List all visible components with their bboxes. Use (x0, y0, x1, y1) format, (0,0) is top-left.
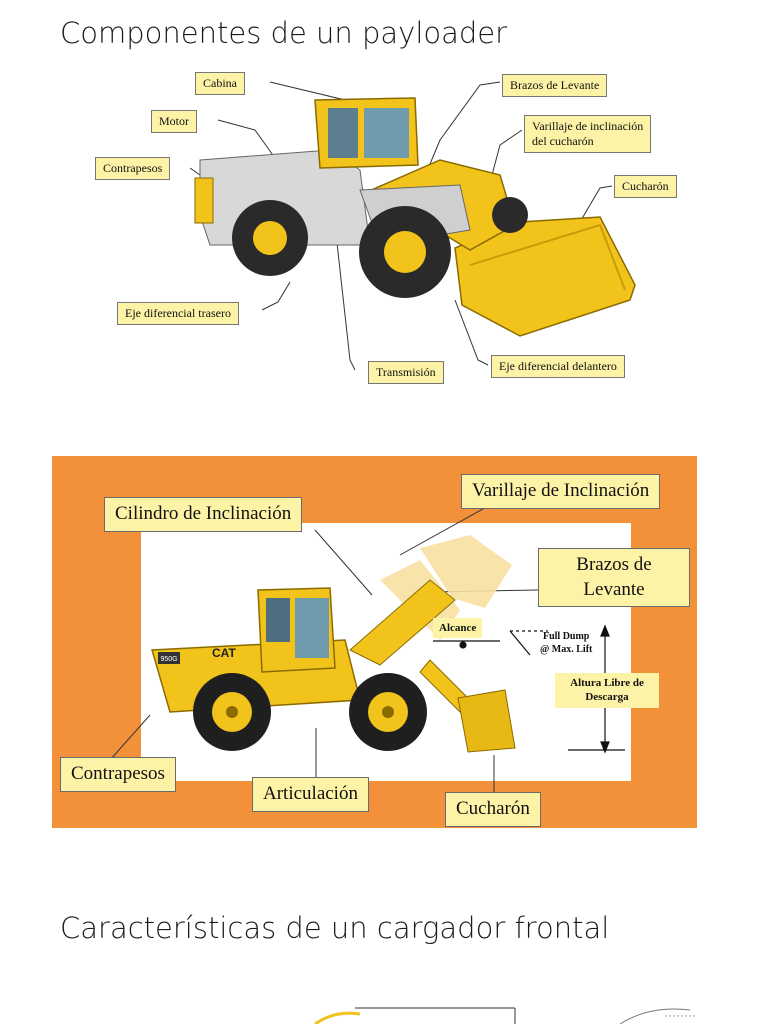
label-full-dump: Full Dump @ Max. Lift (540, 630, 592, 656)
label-full-dump-line1: Full Dump (542, 631, 590, 642)
label-varillaje-line1: Varillaje de inclinación (532, 119, 644, 133)
label-brazos-levante-2: Brazos de Levante (538, 548, 690, 608)
label-cucharon: Cucharón (614, 175, 677, 198)
label-varillaje-line2: del cucharón (532, 134, 594, 148)
label-motor: Motor (151, 110, 197, 133)
section-title-componentes: Componentes de un payloader (60, 16, 508, 50)
label-transmision: Transmisión (368, 361, 444, 384)
label-full-dump-line2: @ Max. Lift (540, 644, 593, 655)
label-cucharon-2: Cucharón (445, 792, 541, 827)
label-cilindro-inclinacion: Cilindro de Inclinación (104, 497, 303, 532)
label-varillaje: Varillaje de inclinación del cucharón (524, 115, 652, 153)
label-articulacion: Articulación (252, 777, 369, 812)
label-alcance: Alcance (433, 618, 483, 639)
payloader-illustration (189, 81, 636, 371)
label-brazos-line2: Levante (583, 578, 645, 600)
label-cabina: Cabina (195, 72, 245, 95)
label-eje-delantero: Eje diferencial delantero (491, 355, 625, 378)
label-eje-trasero: Eje diferencial trasero (117, 302, 239, 325)
label-brazos-levante: Brazos de Levante (502, 74, 608, 97)
label-altura-line1: Altura Libre de (570, 677, 644, 689)
model-badge: 950G (160, 656, 177, 663)
label-altura-line2: Descarga (585, 691, 629, 704)
label-varillaje-inclinacion: Varillaje de Inclinación (461, 474, 661, 509)
label-altura-libre: Altura Libre de Descarga (555, 673, 659, 708)
label-contrapesos: Contrapesos (95, 157, 171, 180)
section-title-caracteristicas: Características de un cargador frontal (60, 911, 610, 945)
label-brazos-line1: Brazos de (576, 554, 652, 575)
brand-logo: CAT (212, 646, 236, 660)
model-badge-bg (158, 652, 180, 664)
label-contrapesos-2: Contrapesos (60, 757, 176, 792)
